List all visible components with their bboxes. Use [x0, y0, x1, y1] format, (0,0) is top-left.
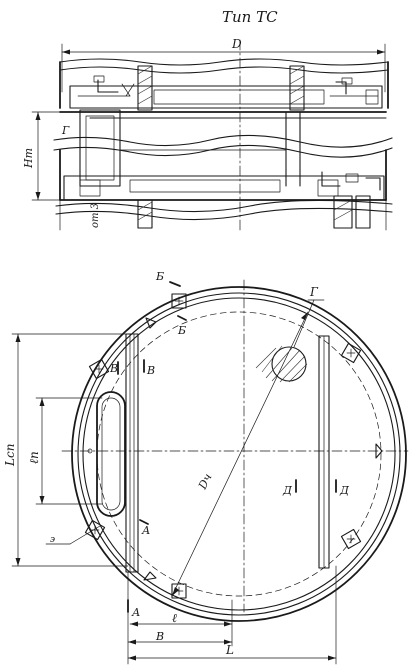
- anchor-bracket-top: [171, 293, 187, 309]
- dimension-lp: ℓп: [27, 397, 103, 505]
- mark-g-elevation: Г: [61, 124, 70, 137]
- callout-g-label: Г: [309, 285, 319, 299]
- dimension-lcp: Lсп: [3, 333, 129, 567]
- section-b-bottom-label: Б: [177, 324, 186, 337]
- section-d-right-label: Д: [339, 484, 350, 497]
- top-slab: [59, 58, 389, 111]
- bottom-slab: [55, 171, 393, 231]
- leader-label: э: [50, 535, 55, 545]
- pipe-opening: [255, 299, 325, 383]
- section-a-bottom-label: А: [131, 606, 140, 619]
- section-b: Б Б: [155, 270, 187, 337]
- section-v-left-label: В: [109, 362, 118, 375]
- dimension-note-elevation: от 3: [90, 203, 101, 228]
- anchor-bracket-left-lower: [84, 519, 106, 541]
- outer-ring: [71, 286, 407, 622]
- dimension-l-big-label: L: [225, 643, 234, 657]
- dimension-b: В: [127, 630, 233, 645]
- dimension-d-label: D: [231, 37, 242, 51]
- channel-body: [53, 109, 393, 201]
- anchor-bracket-right-upper: [340, 342, 362, 364]
- section-d: Д Д: [282, 479, 350, 497]
- anchor-bracket-right-lower: [340, 528, 362, 550]
- dimension-l-big: L: [127, 565, 337, 665]
- dimension-lcp-label: Lсп: [3, 444, 17, 467]
- section-v-right-label: В: [146, 364, 155, 377]
- left-beam: [125, 333, 139, 573]
- plan-view: Dч Г: [3, 270, 409, 665]
- dimension-d: D: [61, 37, 386, 93]
- anchor-bracket-bottom: [171, 583, 187, 599]
- section-b-top-label: Б: [155, 270, 164, 283]
- slot-opening: [96, 391, 126, 517]
- dimension-lp-label: ℓп: [27, 451, 41, 464]
- section-v: В В: [109, 359, 155, 377]
- elevation-view: D: [22, 37, 393, 233]
- dimension-dch-label: Dч: [196, 471, 215, 492]
- dimension-l-small-label: ℓ: [172, 611, 177, 625]
- section-a: А А: [127, 519, 150, 619]
- dimension-l-small: ℓ: [127, 571, 233, 665]
- anchor-bracket-left-upper: [88, 358, 110, 380]
- dimension-ht-label: Hт: [22, 148, 35, 169]
- dimension-ht: Hт: [22, 111, 61, 201]
- section-d-left-label: Д: [282, 484, 293, 497]
- right-beam: [318, 335, 330, 569]
- section-a-top-label: А: [141, 524, 150, 537]
- drawing-title: Тип ТС: [222, 8, 278, 26]
- dimension-b-label: В: [155, 630, 164, 643]
